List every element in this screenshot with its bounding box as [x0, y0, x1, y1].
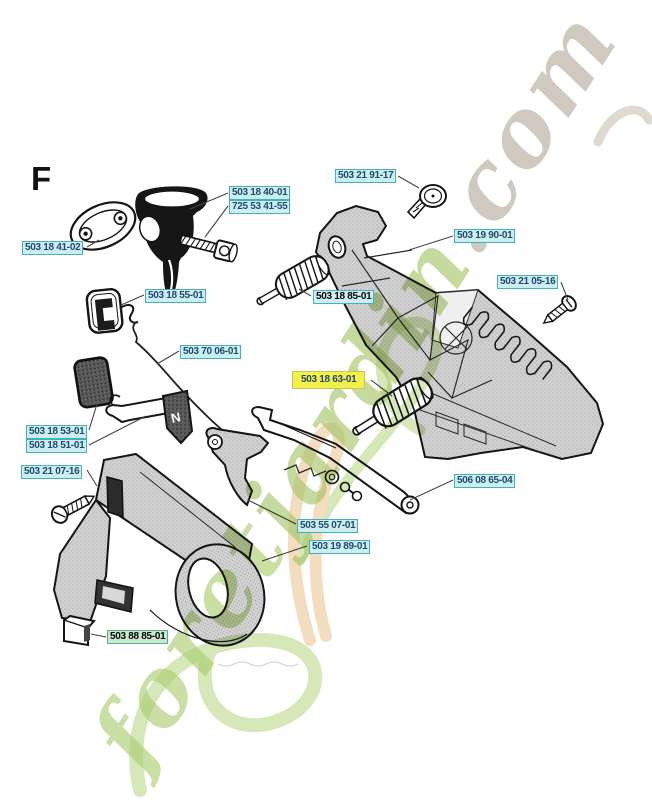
clip-hook-wire — [119, 304, 139, 324]
damper-spring-upper-part — [250, 250, 334, 316]
part-label-503-18-63-01[interactable]: 503 18 63-01 — [292, 371, 366, 389]
part-label-503-18-40-01[interactable]: 503 18 40-01 — [229, 186, 291, 200]
trigger-lever-part: N — [105, 389, 194, 445]
part-label-503-18-85-01[interactable]: 503 18 85-01 — [313, 290, 375, 304]
part-label-503-55-07-01[interactable]: 503 55 07-01 — [297, 519, 359, 533]
faint-squiggle — [217, 661, 299, 667]
trigger-marking: N — [170, 409, 182, 426]
part-label-503-18-41-02[interactable]: 503 18 41-02 — [22, 241, 84, 255]
part-label-503-88-85-01[interactable]: 503 88 85-01 — [107, 630, 169, 644]
part-label-725-53-41-55[interactable]: 725 53 41-55 — [229, 200, 291, 214]
clamp-clip-part — [63, 614, 96, 647]
part-label-503-21-07-16[interactable]: 503 21 07-16 — [21, 465, 83, 479]
funnel-grip-part — [135, 186, 208, 301]
part-label-503-70-06-01[interactable]: 503 70 06-01 — [180, 345, 242, 359]
rear-handle-body-part — [314, 204, 605, 461]
part-label-506-08-65-04[interactable]: 506 08 65-04 — [454, 474, 516, 488]
trigger-bracket-part — [205, 427, 270, 507]
part-label-503-18-51-01[interactable]: 503 18 51-01 — [26, 439, 88, 453]
part-label-503-18-55-01[interactable]: 503 18 55-01 — [145, 289, 207, 303]
figure-letter: F — [31, 160, 52, 197]
cable-clip-part — [85, 288, 124, 334]
front-handle-part — [52, 452, 266, 647]
part-label-503-19-89-01[interactable]: 503 19 89-01 — [309, 540, 371, 554]
part-label-503-21-05-16[interactable]: 503 21 05-16 — [497, 275, 559, 289]
part-label-503-18-53-01[interactable]: 503 18 53-01 — [26, 425, 88, 439]
hex-screw-part — [179, 234, 238, 263]
part-label-503-21-91-17[interactable]: 503 21 91-17 — [335, 169, 397, 183]
screw-right-part — [542, 295, 577, 325]
screw-bottom-left-part — [50, 494, 96, 524]
buffer-plug-part — [406, 184, 447, 220]
part-label-503-19-90-01[interactable]: 503 19 90-01 — [454, 229, 516, 243]
foam-pad-part — [73, 356, 114, 409]
gasket-part — [69, 201, 137, 251]
